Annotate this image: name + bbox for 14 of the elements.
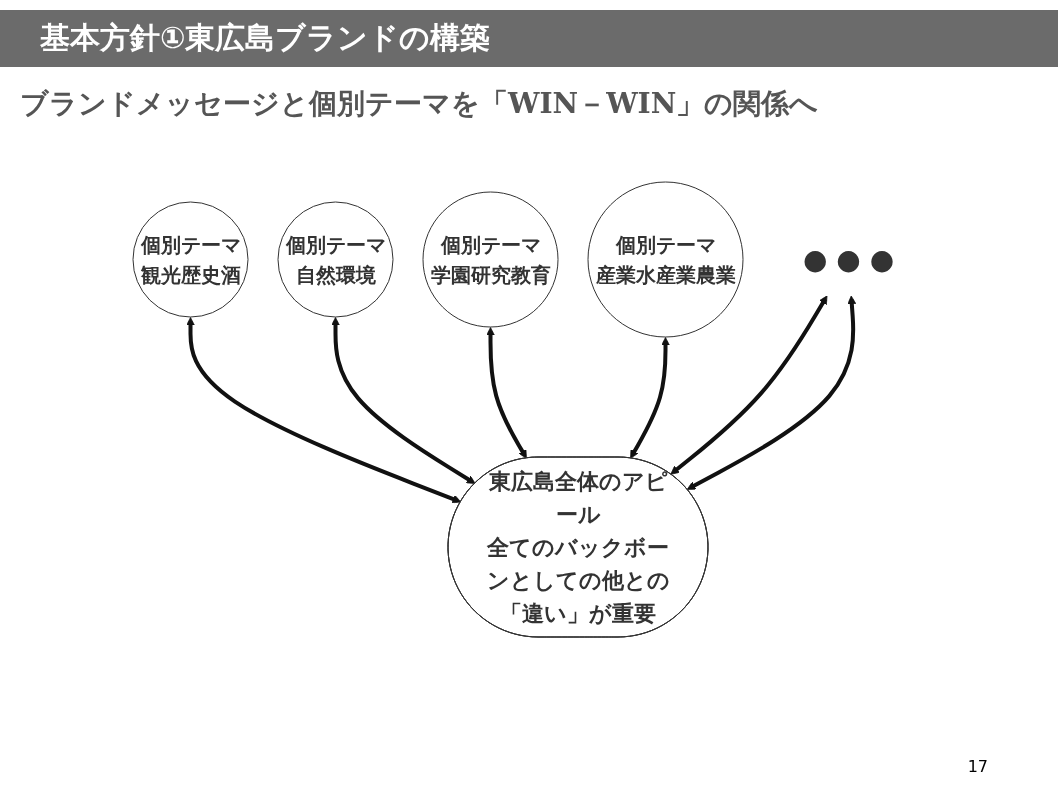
arrow: [670, 294, 828, 475]
node-circle: 個別テーマ 学園研究教育: [422, 191, 559, 327]
arrow: [186, 316, 462, 503]
node-text: ● ● ●: [803, 242, 895, 275]
node-circle: 個別テーマ 自然環境: [277, 201, 394, 317]
arrow: [486, 326, 528, 459]
arrow: [331, 316, 476, 484]
node-circle: 個別テーマ 観光歴史酒: [132, 201, 249, 317]
subtitle: ブランドメッセージと個別テーマを「WIN－WIN」の関係へ: [20, 86, 820, 122]
page-number: 17: [967, 757, 988, 776]
arrow: [687, 295, 857, 490]
arrow: [630, 336, 671, 459]
slide-title: 基本方針①東広島ブランドの構築: [0, 10, 1058, 67]
node-circle: 個別テーマ 産業水産業農業: [587, 181, 744, 337]
